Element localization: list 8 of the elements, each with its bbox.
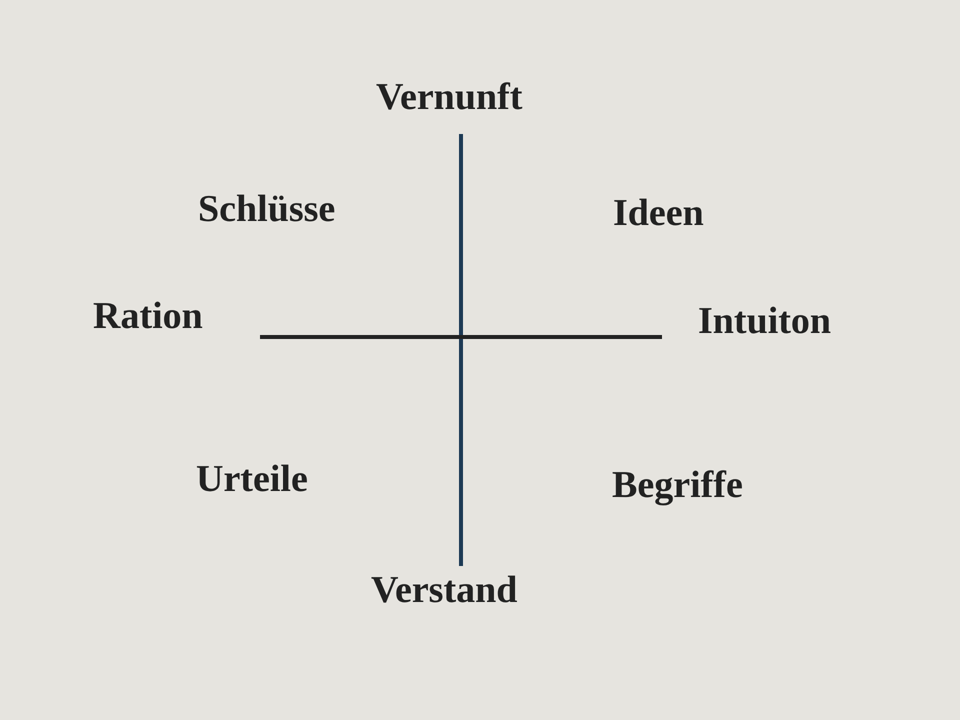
axis-label: Verstand [371,571,518,609]
axis-label: Intuiton [698,302,832,340]
axis-label: Vernunft [376,78,522,116]
axis-label: Schlüsse [198,190,336,228]
axis-label: Ration [93,297,203,335]
axis-label: Ideen [613,194,704,232]
axis-label: Urteile [196,460,308,498]
axis-label: Begriffe [612,466,743,504]
